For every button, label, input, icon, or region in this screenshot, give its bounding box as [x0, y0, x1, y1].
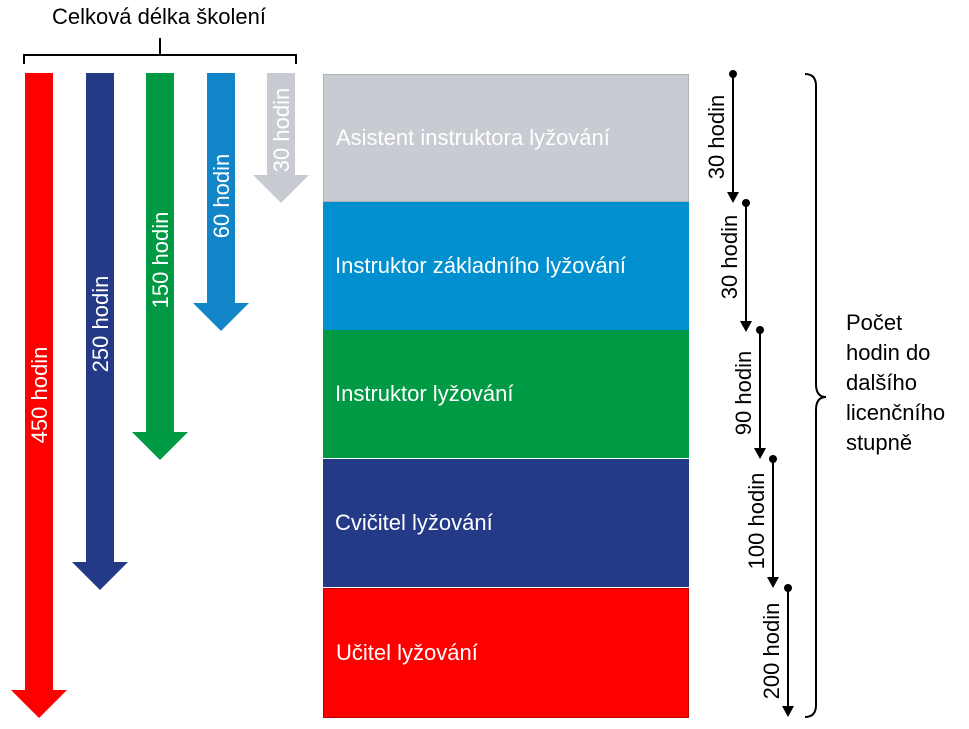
level-block-label: Instruktor základního lyžování	[335, 253, 627, 278]
level-block-basic-instructor: Instruktor základního lyžování	[323, 202, 689, 330]
total-arrow-60: 60 hodin	[193, 73, 249, 331]
side-note-line: licenčního	[846, 400, 946, 425]
total-arrow-30-label: 30 hodin	[269, 88, 294, 172]
level-block-label: Instruktor lyžování	[335, 381, 514, 406]
total-arrow-250: 250 hodin	[72, 73, 128, 590]
step-arrow-4-label: 100 hodin	[744, 473, 769, 570]
step-arrow-2: 30 hodin	[717, 199, 752, 332]
side-note-line: hodin do	[846, 340, 931, 365]
side-note: Počet hodin do dalšího licenčního stupně	[846, 308, 969, 458]
step-arrow-4: 100 hodin	[744, 455, 779, 588]
level-block-label: Cvičitel lyžování	[335, 510, 493, 535]
step-arrow-3: 90 hodin	[731, 326, 766, 459]
side-note-line: dalšího	[846, 370, 917, 395]
step-arrow-5-label: 200 hodin	[759, 603, 784, 700]
total-arrow-150: 150 hodin	[132, 73, 188, 460]
step-arrow-1: 30 hodin	[704, 70, 739, 203]
level-block-assistant: Asistent instruktora lyžování	[323, 74, 689, 202]
level-block-trainer: Cvičitel lyžování	[323, 459, 689, 587]
level-block-label: Asistent instruktora lyžování	[336, 125, 610, 150]
step-arrow-3-label: 90 hodin	[731, 351, 756, 435]
total-arrow-150-label: 150 hodin	[148, 212, 173, 309]
step-arrow-1-label: 30 hodin	[704, 95, 729, 179]
total-arrow-450: 450 hodin	[11, 73, 67, 718]
total-arrow-250-label: 250 hodin	[88, 276, 113, 373]
side-note-line: Počet	[846, 310, 903, 335]
step-arrow-2-label: 30 hodin	[717, 215, 742, 299]
side-note-line: stupně	[846, 430, 913, 455]
diagram-title: Celková délka školení	[51, 4, 266, 29]
step-arrow-5: 200 hodin	[759, 584, 794, 717]
level-block-label: Učitel lyžování	[336, 640, 478, 665]
level-block-teacher: Učitel lyžování	[323, 588, 689, 718]
total-arrow-60-label: 60 hodin	[209, 154, 234, 238]
total-bracket	[23, 38, 297, 64]
right-bracket	[804, 73, 827, 718]
level-block-instructor: Instruktor lyžování	[323, 330, 689, 458]
total-arrow-30: 30 hodin	[253, 73, 309, 203]
total-arrow-450-label: 450 hodin	[27, 347, 52, 444]
